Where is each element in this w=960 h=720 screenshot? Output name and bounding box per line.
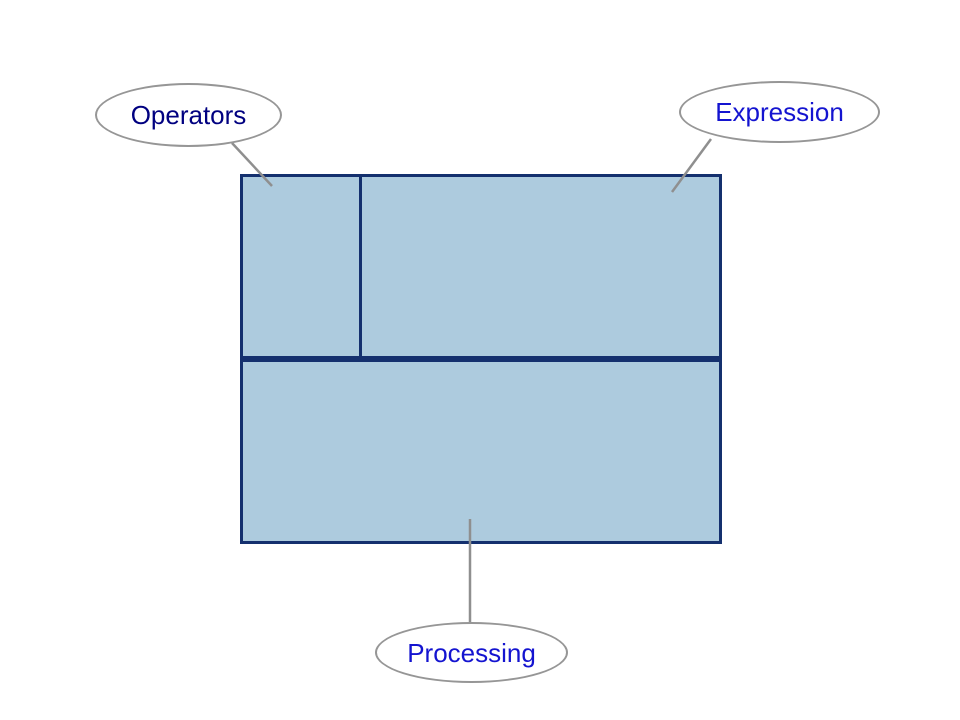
operators-callout: Operators <box>95 83 282 147</box>
processing-callout: Processing <box>375 622 568 683</box>
top-bottom-divider <box>240 356 722 362</box>
processing-label: Processing <box>407 637 536 668</box>
operators-expression-divider <box>359 174 362 360</box>
expression-callout: Expression <box>679 81 880 143</box>
operators-label: Operators <box>130 100 247 130</box>
expression-label: Expression <box>715 97 844 127</box>
